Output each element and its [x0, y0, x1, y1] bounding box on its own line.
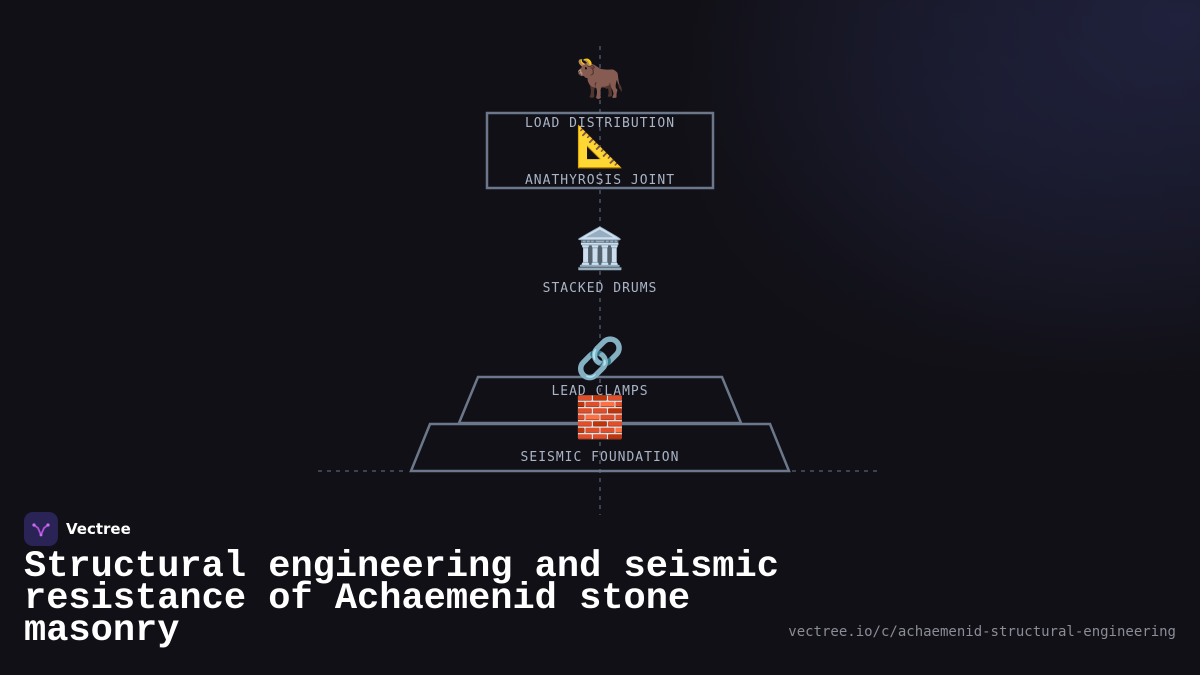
stage-label-lead-clamps: LEAD CLAMPS: [551, 384, 649, 399]
brand-name: Vectree: [66, 520, 131, 538]
vectree-logo-mark: [32, 523, 50, 537]
brand[interactable]: Vectree: [24, 512, 131, 546]
brick-icon: 🧱: [575, 395, 625, 441]
stage-label-stacked-drums: STACKED DRUMS: [542, 281, 658, 296]
stage-label-seismic-foundation: SEISMIC FOUNDATION: [520, 450, 680, 465]
page-url[interactable]: vectree.io/c/achaemenid-structural-engin…: [788, 624, 1176, 640]
triangular-ruler-icon: 📐: [575, 124, 625, 170]
stage-label-anathyrosis-joint: ANATHYROSIS JOINT: [524, 173, 676, 188]
classical-building-icon: 🏛️: [575, 226, 625, 272]
joint-frame: [485, 111, 715, 190]
foundation-tier: [409, 422, 791, 473]
stage-label-load-distribution: LOAD DISTRIBUTION: [524, 116, 676, 131]
bull-icon: 🐂: [575, 56, 625, 102]
link-icon: 🔗: [575, 336, 625, 382]
page-title: Structural engineering and seismic resis…: [24, 546, 779, 652]
vectree-logo-icon: [24, 512, 58, 546]
